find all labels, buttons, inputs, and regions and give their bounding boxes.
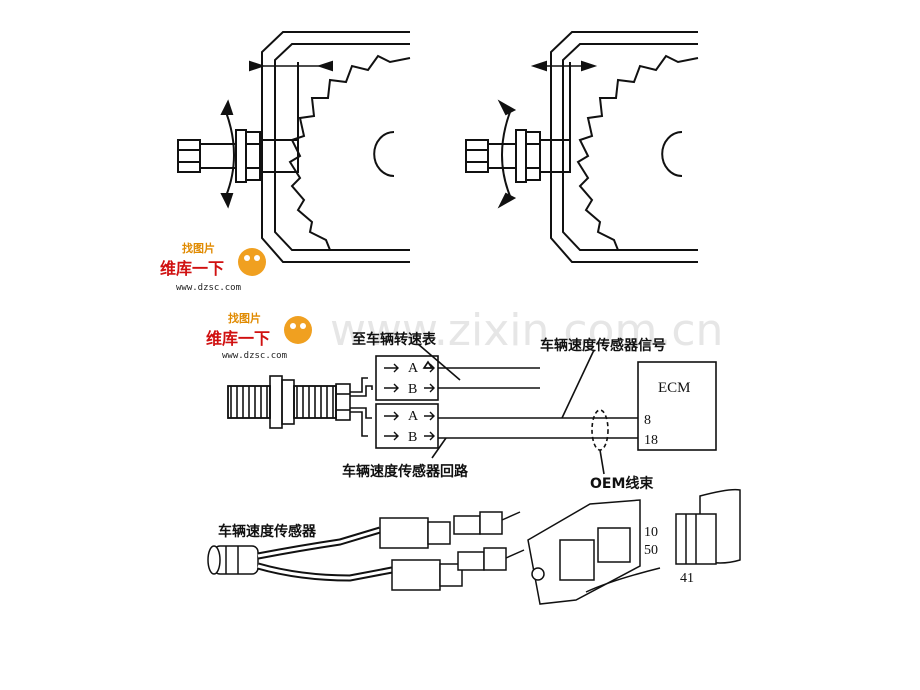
logo-name: 维库一下 xyxy=(160,259,224,278)
wiring-diagram xyxy=(227,343,717,475)
plug-lower xyxy=(391,559,441,591)
logo-url: www.dzsc.com xyxy=(176,283,241,293)
logo-url: www.dzsc.com xyxy=(222,351,287,361)
ecm-pin-41: 41 xyxy=(680,571,694,586)
pin-label: B xyxy=(408,382,417,397)
pin-label: B xyxy=(408,430,417,445)
watermark-text: www.zixin.com.cn xyxy=(330,305,723,356)
sensor-thread xyxy=(227,385,271,419)
logo-name: 维库一下 xyxy=(206,329,270,348)
logo-tag: 找图片 xyxy=(228,311,261,325)
mascot-icon xyxy=(238,248,266,276)
ecm-pin-10: 10 xyxy=(644,525,658,540)
connector-upper xyxy=(375,355,439,401)
pin-label: A xyxy=(408,409,419,424)
logo-left: 找图片 维库一下 www.dzsc.com xyxy=(160,241,266,293)
signal-label: 车辆速度传感器信号 xyxy=(540,337,666,354)
ecm-pin-18: 18 xyxy=(644,433,658,448)
gear-panel-left xyxy=(177,31,411,263)
ecm-pin-50: 50 xyxy=(644,543,658,558)
ecm-label: ECM xyxy=(658,380,691,396)
mascot-icon xyxy=(284,316,312,344)
connector-pins: A B A B xyxy=(384,361,435,445)
connector-lower xyxy=(375,403,439,449)
plug-upper xyxy=(379,517,429,549)
pin-label: A xyxy=(408,361,419,376)
ecm-box xyxy=(637,361,717,451)
ecm-pin-8: 8 xyxy=(644,413,651,428)
sensor-label: 车辆速度传感器 xyxy=(218,523,317,540)
gear-panel-right xyxy=(465,31,699,263)
speedometer-label: 至车辆转速表 xyxy=(352,331,437,348)
logo-tag: 找图片 xyxy=(182,241,215,255)
sensor-assembly-illustration xyxy=(207,488,741,605)
return-label: 车辆速度传感器回路 xyxy=(342,463,469,480)
logo-center: 找图片 维库一下 www.dzsc.com xyxy=(206,311,312,361)
harness-label: OEM线束 xyxy=(590,475,654,492)
